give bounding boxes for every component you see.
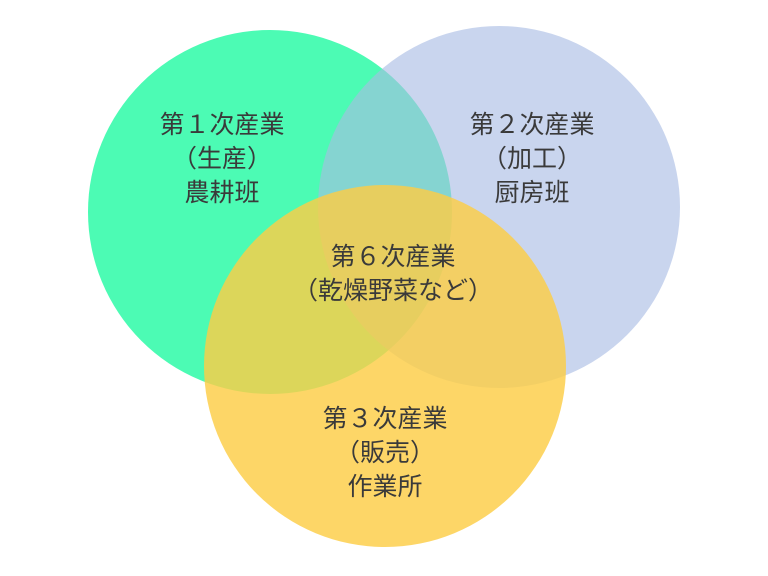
secondary-subtitle: （加工） xyxy=(481,144,583,173)
sixth-title: 第６次産業 xyxy=(330,242,456,271)
sixth-subtitle: （乾燥野菜など） xyxy=(292,276,494,305)
sixth-industry-label: 第６次産業 （乾燥野菜など） xyxy=(293,240,493,308)
primary-team: 農耕班 xyxy=(184,178,260,207)
primary-subtitle: （生産） xyxy=(171,144,273,173)
secondary-industry-label: 第２次産業 （加工） 厨房班 xyxy=(469,108,594,210)
tertiary-title: 第３次産業 xyxy=(322,404,448,433)
tertiary-subtitle: （販売） xyxy=(334,438,436,467)
tertiary-industry-label: 第３次産業 （販売） 作業所 xyxy=(322,402,447,504)
primary-title: 第１次産業 xyxy=(159,110,285,139)
secondary-title: 第２次産業 xyxy=(469,110,595,139)
primary-industry-label: 第１次産業 （生産） 農耕班 xyxy=(159,108,284,210)
circle-tertiary-industry xyxy=(204,185,566,547)
secondary-team: 厨房班 xyxy=(494,178,570,207)
tertiary-team: 作業所 xyxy=(347,472,423,501)
